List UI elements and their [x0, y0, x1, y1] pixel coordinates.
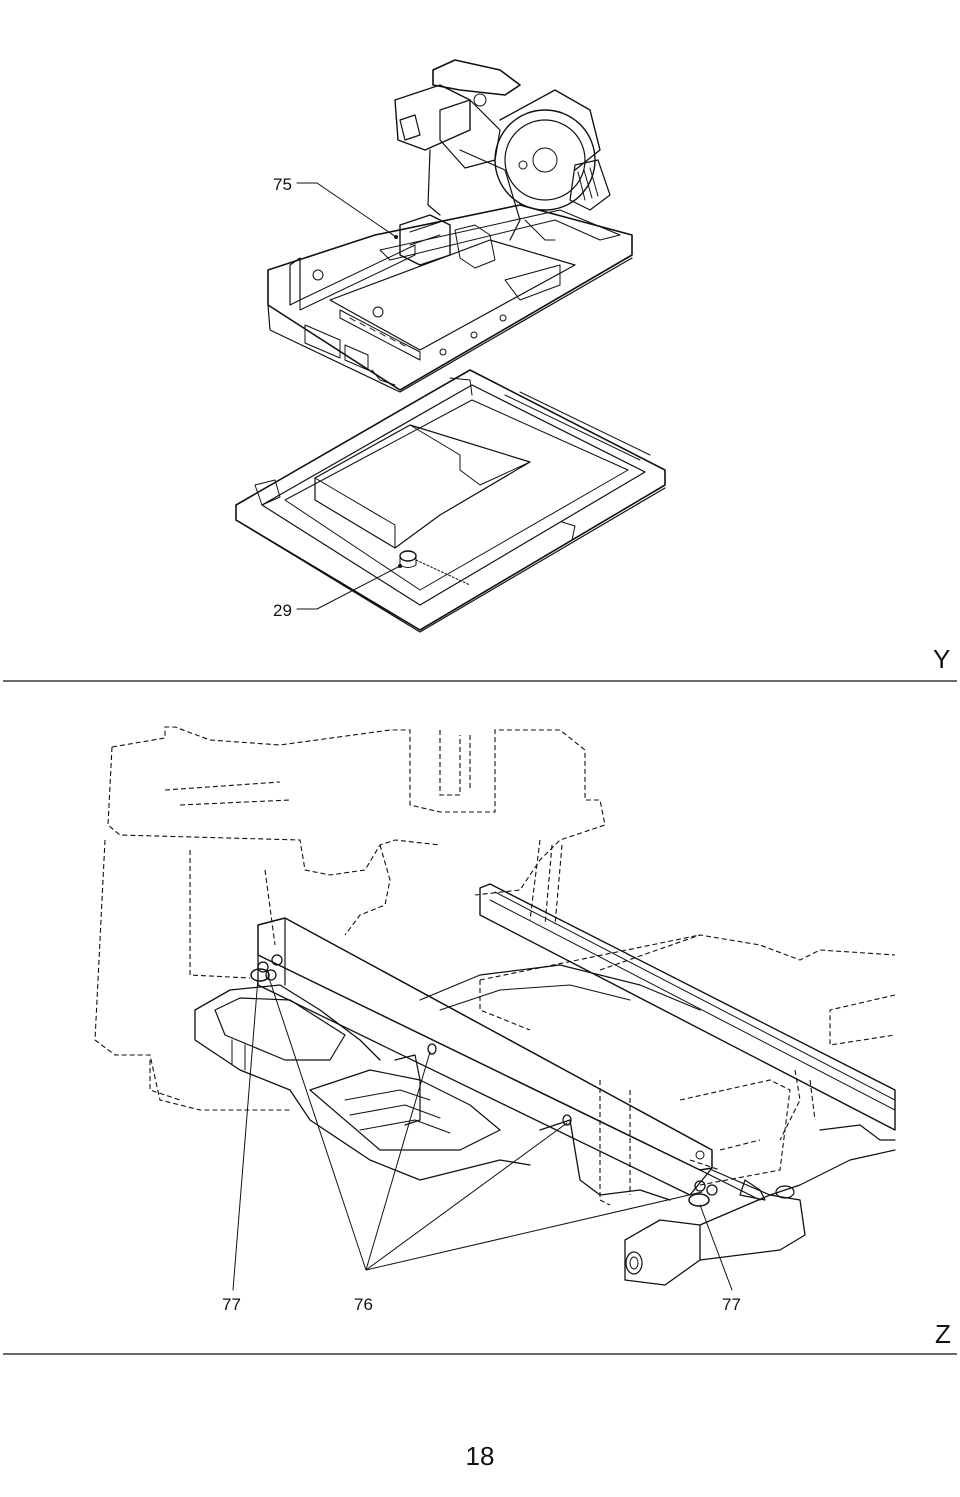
callout-label-77-right: 77 — [722, 1295, 741, 1314]
page-number: 18 — [466, 1441, 495, 1471]
water-tray-illustration — [235, 369, 666, 633]
figure-y-saw-and-tray: 75 29 Y — [235, 59, 950, 674]
callout-label-75: 75 — [273, 175, 292, 194]
callout-label-29: 29 — [273, 601, 292, 620]
phantom-table — [479, 934, 896, 1206]
phantom-saw-head — [94, 726, 606, 1111]
section-letter-y: Y — [933, 644, 950, 674]
callout-label-76: 76 — [354, 1295, 373, 1314]
callout-leader-77-right — [699, 1204, 733, 1291]
callout-leader-29 — [296, 565, 401, 610]
section-letter-z: Z — [935, 1319, 951, 1349]
callout-label-77-left: 77 — [222, 1295, 241, 1314]
callout-leader-77-left — [232, 977, 259, 1291]
callout-leader-75 — [296, 182, 397, 238]
callout-leaders-76 — [267, 974, 703, 1271]
rail-and-base — [194, 883, 896, 1286]
figure-z-rail-closeup: 77 76 77 Z — [94, 726, 951, 1349]
saw-head-illustration — [394, 59, 611, 269]
